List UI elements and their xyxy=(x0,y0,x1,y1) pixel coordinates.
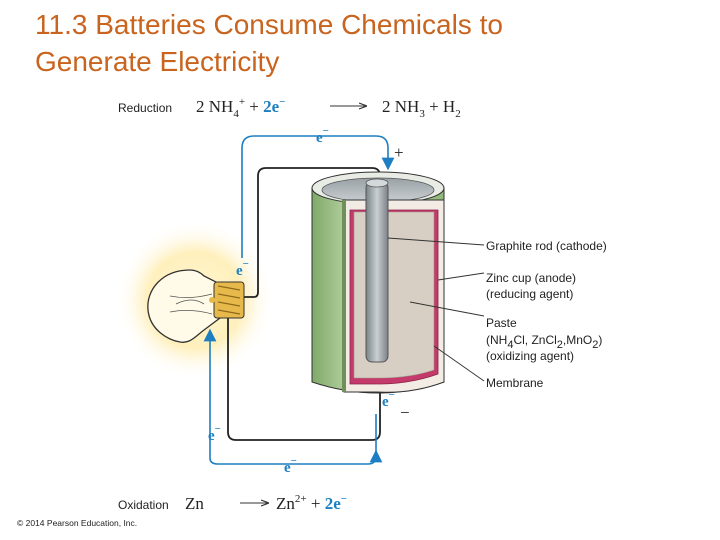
electron-flow-arrows xyxy=(203,135,403,465)
leader-lines xyxy=(387,237,485,382)
paste-label: Paste xyxy=(486,316,517,330)
light-bulb xyxy=(147,269,245,343)
component-labels: Graphite rod (cathode) Zinc cup (anode) … xyxy=(486,239,607,390)
reduction-products: 2 NH3 + H2 xyxy=(382,97,461,120)
electron-label-bottom-left: e− xyxy=(208,423,221,444)
oxidation-products: Zn2+ + 2e− xyxy=(276,493,347,513)
negative-terminal-sign: − xyxy=(400,403,410,422)
slide-title-line2: Generate Electricity xyxy=(35,46,280,77)
battery-cell xyxy=(311,171,445,394)
paste-sublabel: (oxidizing agent) xyxy=(486,349,574,363)
graphite-rod-label: Graphite rod (cathode) xyxy=(486,239,607,253)
reduction-equation: Reduction 2 NH4+ + 2e− 2 NH3 + H2 xyxy=(118,96,461,120)
positive-terminal-sign: + xyxy=(394,143,404,162)
oxidation-label: Oxidation xyxy=(118,498,169,512)
circuit-wire xyxy=(227,167,381,441)
slide-title-line1: 11.3 Batteries Consume Chemicals to xyxy=(35,9,503,40)
electron-label-bottom: e− xyxy=(284,455,297,476)
electron-label-left: e− xyxy=(236,258,249,279)
slide-title: 11.3 Batteries Consume Chemicals to Gene… xyxy=(35,6,695,80)
reduction-label: Reduction xyxy=(118,101,172,115)
oxidation-equation: Oxidation Zn Zn2+ + 2e− xyxy=(118,493,347,513)
electron-label-bottom-right: e− xyxy=(382,389,395,410)
oxidation-reactant: Zn xyxy=(185,494,204,513)
copyright-notice: © 2014 Pearson Education, Inc. xyxy=(17,518,138,528)
zinc-cup-sublabel: (reducing agent) xyxy=(486,287,573,301)
reduction-reactants: 2 NH4+ + 2e− xyxy=(196,96,285,120)
membrane-label: Membrane xyxy=(486,376,544,390)
electron-label-top: e− xyxy=(316,125,329,146)
zinc-cup-label: Zinc cup (anode) xyxy=(486,271,576,285)
paste-formula: (NH4Cl, ZnCl2,MnO2) xyxy=(486,333,602,351)
